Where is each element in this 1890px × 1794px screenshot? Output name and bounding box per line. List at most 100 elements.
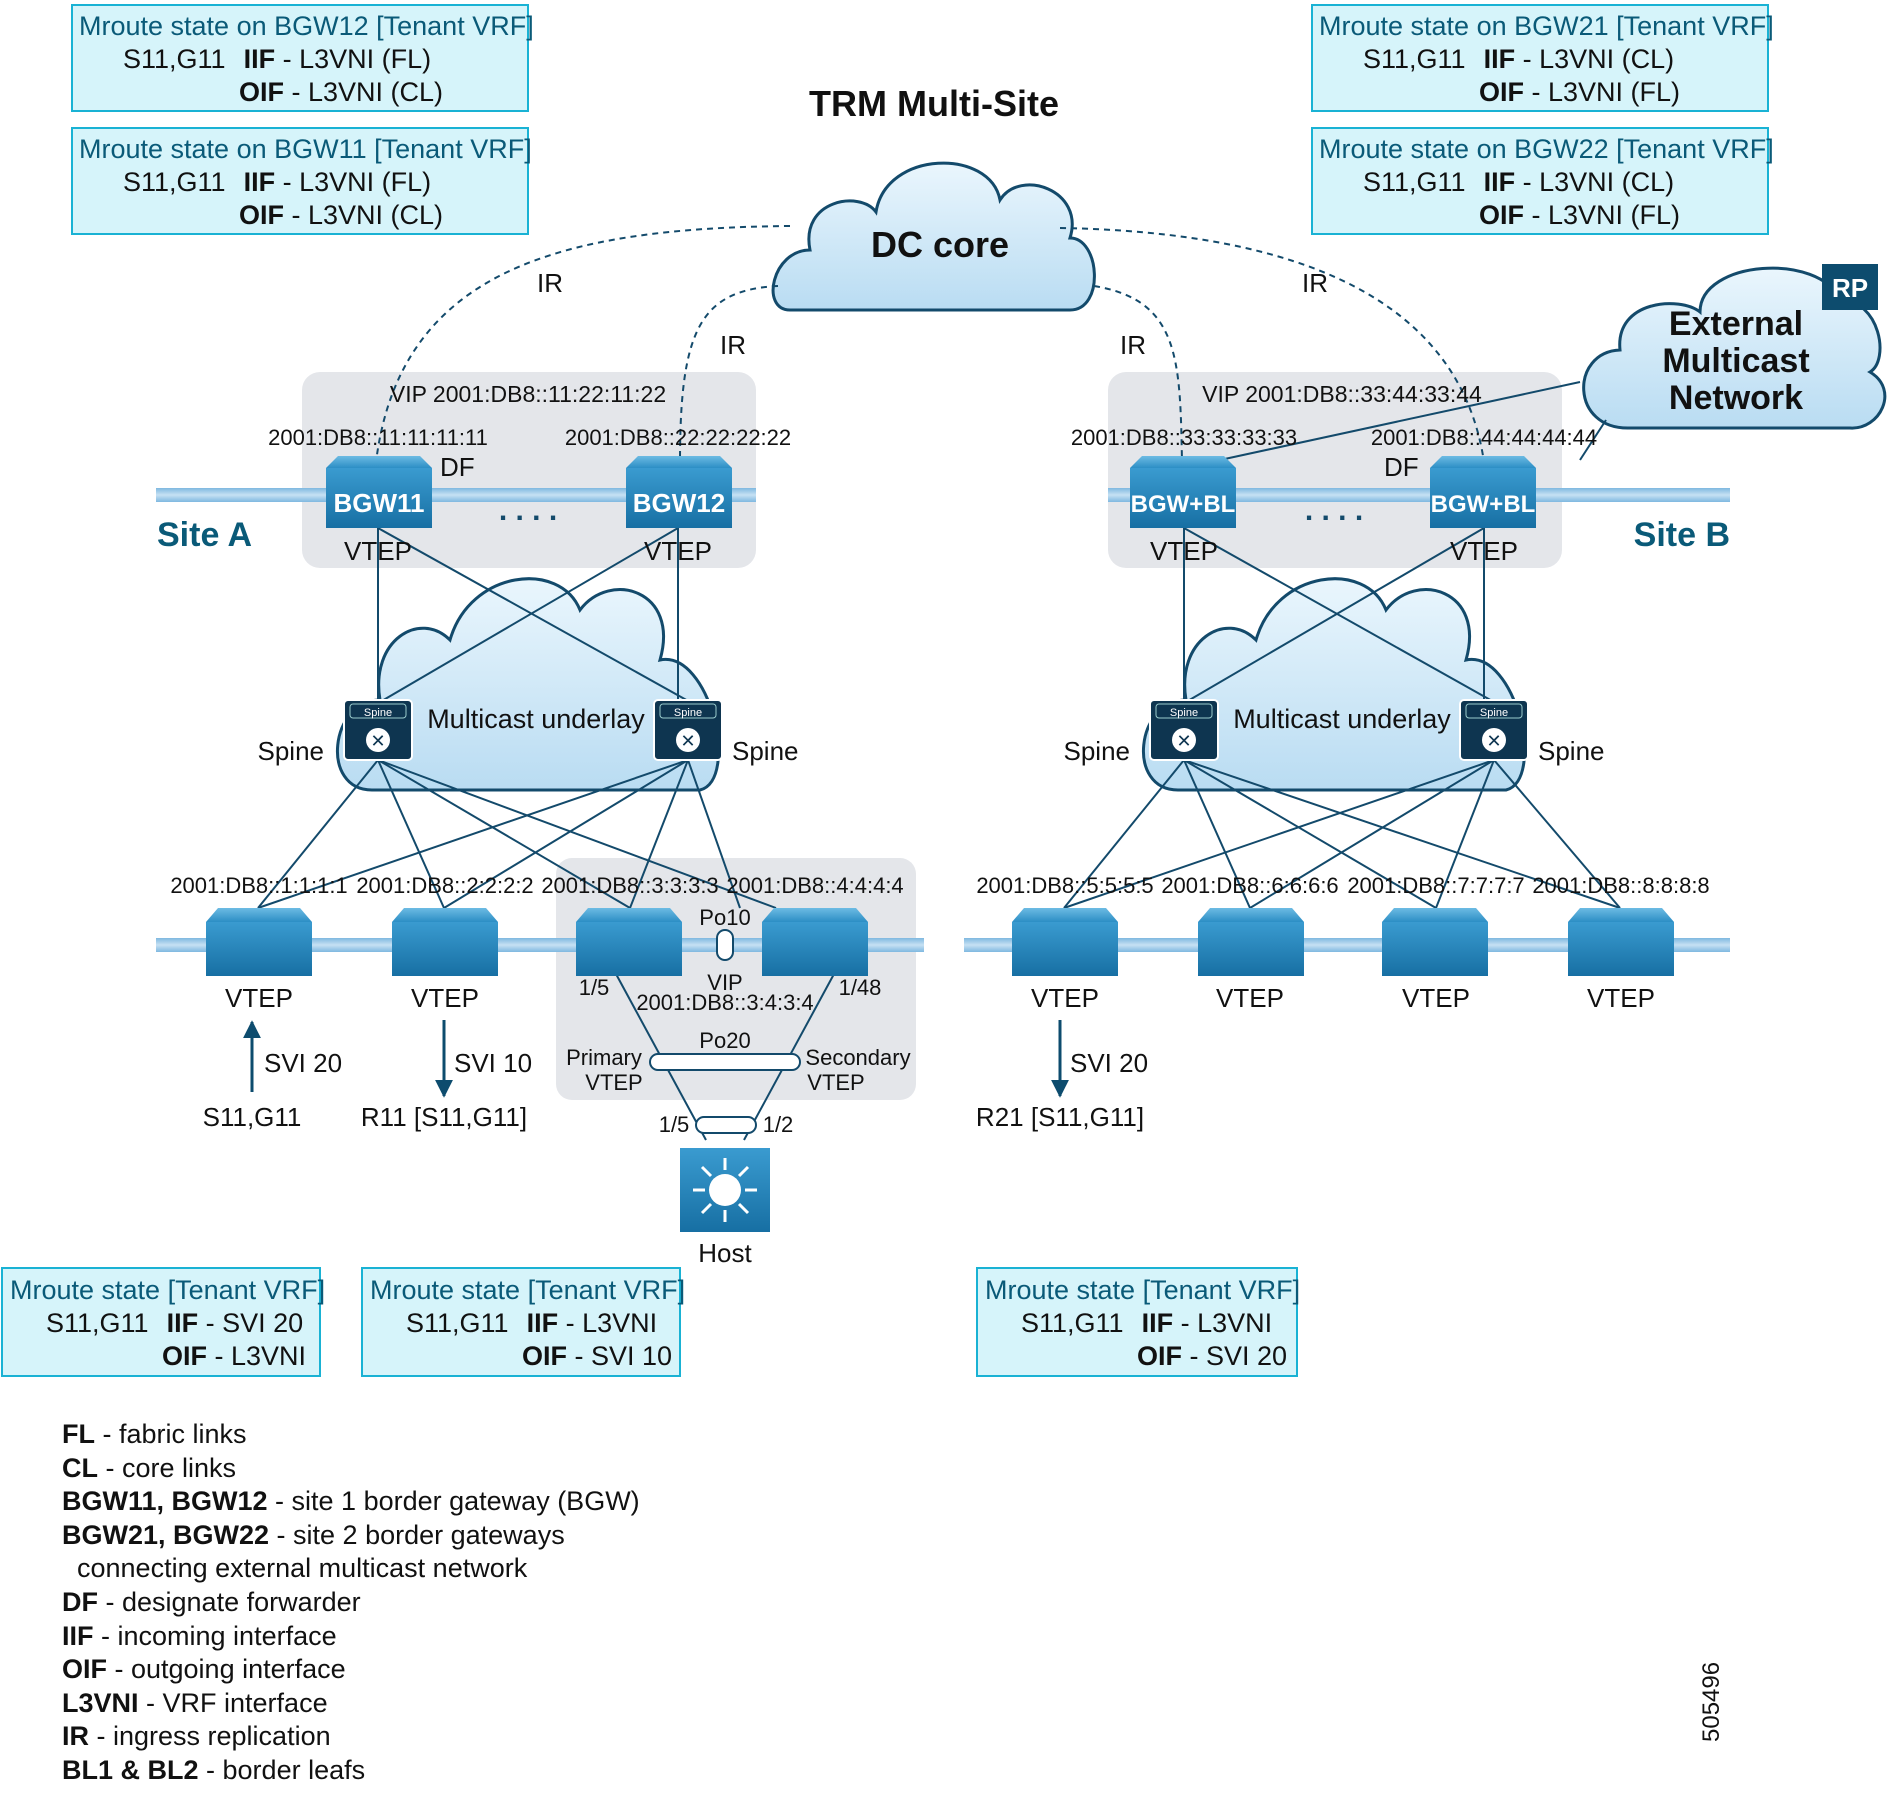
spine-label: Spine <box>258 736 325 766</box>
leaf8-role: VTEP <box>1587 983 1655 1013</box>
iif-key: IIF <box>243 167 276 197</box>
legend-item: BGW21, BGW22 - site 2 border gateways <box>62 1519 565 1550</box>
iif-value: - L3VNI <box>558 1308 658 1338</box>
mroute-box-title: Mroute state [Tenant VRF] <box>10 1275 326 1305</box>
mroute-box-title: Mroute state [Tenant VRF] <box>985 1275 1301 1305</box>
po10-label: Po10 <box>699 905 750 930</box>
bgw11-switch: BGW11 <box>326 456 432 528</box>
iif-value: - L3VNI (FL) <box>275 167 432 197</box>
ellipsis: . . . . <box>499 494 557 527</box>
oif-value: - L3VNI <box>207 1341 307 1371</box>
spine-label: Spine <box>1538 736 1605 766</box>
sg-label: S11,G11 <box>1363 44 1466 74</box>
df-label: DF <box>1384 452 1419 482</box>
bgw22-name: BGW+BL <box>1431 491 1536 518</box>
bgw21-address: 2001:DB8::33:33:33:33 <box>1071 425 1297 450</box>
iif-key: IIF <box>1141 1308 1174 1338</box>
bgw12-role: VTEP <box>644 536 712 566</box>
iif-value: - L3VNI (FL) <box>275 44 432 74</box>
site-a-underlay-label: Multicast underlay <box>427 704 645 734</box>
oif-key: OIF <box>162 1341 207 1371</box>
rp-badge <box>1822 264 1878 310</box>
leaf5-role: VTEP <box>1031 983 1099 1013</box>
site-b-fabric-links <box>1063 527 1621 909</box>
primary-vtep-line1: Primary <box>566 1045 642 1070</box>
host-label: Host <box>698 1238 752 1268</box>
legend-item: BL1 & BL2 - border leafs <box>62 1754 366 1785</box>
host-port-left: 1/5 <box>659 1112 690 1137</box>
vip-label: VIP <box>707 970 742 995</box>
spine-badge: Spine <box>674 707 702 719</box>
leaf2-address: 2001:DB8::2:2:2:2 <box>356 873 533 898</box>
bgw12-address: 2001:DB8::22:22:22:22 <box>565 425 791 450</box>
svg-text:✕: ✕ <box>1486 731 1501 752</box>
ir-label: IR <box>1120 330 1146 360</box>
vip-address: 2001:DB8::3:4:3:4 <box>636 990 813 1015</box>
host-port-channel <box>695 1116 757 1134</box>
leaf-switch-8 <box>1568 908 1674 976</box>
oif-value: - L3VNI (FL) <box>1524 77 1681 107</box>
svg-text:✕: ✕ <box>370 731 385 752</box>
spine-badge: Spine <box>1480 707 1508 719</box>
leaf4-address: 2001:DB8::4:4:4:4 <box>726 873 903 898</box>
sg-label: S11,G11 <box>1021 1308 1124 1338</box>
oif-value: - L3VNI (CL) <box>284 77 444 107</box>
legend-item: IR - ingress replication <box>62 1721 331 1752</box>
oif-key: OIF <box>1479 200 1524 230</box>
bgw22-switch: BGW+BL <box>1430 456 1536 528</box>
host-device <box>680 1148 770 1232</box>
leaf-switch-1 <box>206 908 312 976</box>
site-b-leaf-bar <box>964 938 1730 952</box>
mroute-box-bgw22: Mroute state on BGW22 [Tenant VRF] S11,G… <box>1311 127 1774 235</box>
leaf1-address: 2001:DB8::1:1:1:1 <box>170 873 347 898</box>
external-net-line3: Network <box>1669 379 1803 417</box>
bgw21-name: BGW+BL <box>1131 491 1236 518</box>
leaf1-role: VTEP <box>225 983 293 1013</box>
external-net-line2: Multicast <box>1662 342 1809 380</box>
site-a-spine-2: Spine ✕ <box>653 699 723 761</box>
mroute-box-title: Mroute state [Tenant VRF] <box>370 1275 686 1305</box>
mroute-box-title: Mroute state on BGW12 [Tenant VRF] <box>79 11 534 41</box>
spine-label: Spine <box>1064 736 1131 766</box>
host-port-right: 1/2 <box>763 1112 794 1137</box>
iif-value: - L3VNI (CL) <box>1515 44 1675 74</box>
receiver-r11-label: R11 [S11,G11] <box>361 1102 527 1132</box>
mroute-box-title: Mroute state on BGW21 [Tenant VRF] <box>1319 11 1774 41</box>
legend-item: OIF - outgoing interface <box>62 1654 346 1685</box>
port-right: 1/48 <box>839 975 882 1000</box>
leaf-switch-6 <box>1198 908 1304 976</box>
bgw11-address: 2001:DB8::11:11:11:11 <box>268 425 488 450</box>
site-a-vip: VIP 2001:DB8::11:22:11:22 <box>390 381 666 407</box>
iif-key: IIF <box>243 44 276 74</box>
site-b-bgw-bar <box>1108 488 1730 502</box>
bgw12-switch: BGW12 <box>626 456 732 528</box>
site-b-label: Site B <box>1634 516 1730 554</box>
oif-value: - L3VNI (FL) <box>1524 200 1681 230</box>
leaf6-role: VTEP <box>1216 983 1284 1013</box>
iif-key: IIF <box>526 1308 559 1338</box>
oif-key: OIF <box>239 200 284 230</box>
rp-label: RP <box>1832 273 1868 303</box>
svi-down-label: SVI 10 <box>454 1048 532 1078</box>
secondary-vtep-line1: Secondary <box>805 1045 910 1070</box>
legend-item: FL - fabric links <box>62 1419 247 1449</box>
site-b-vip: VIP 2001:DB8::33:44:33:44 <box>1202 381 1482 407</box>
port-left: 1/5 <box>579 975 610 1000</box>
dc-core-label: DC core <box>871 224 1009 265</box>
oif-value: - L3VNI (CL) <box>284 200 444 230</box>
leaf6-address: 2001:DB8::6:6:6:6 <box>1161 873 1338 898</box>
bgw21-switch: BGW+BL <box>1130 456 1236 528</box>
receiver-r21-label: R21 [S11,G11] <box>976 1102 1144 1132</box>
leaf5-address: 2001:DB8::5:5:5:5 <box>976 873 1153 898</box>
ir-label: IR <box>720 330 746 360</box>
leaf-switch-4 <box>762 908 868 976</box>
ir-links <box>375 225 1485 463</box>
bgw21-role: VTEP <box>1150 536 1218 566</box>
source-label: S11,G11 <box>203 1102 302 1132</box>
mroute-box-bgw21: Mroute state on BGW21 [Tenant VRF] S11,G… <box>1311 4 1774 112</box>
site-b-spine-2: Spine ✕ <box>1459 699 1529 761</box>
leaf-switch-5 <box>1012 908 1118 976</box>
bgw11-name: BGW11 <box>333 488 424 518</box>
iif-key: IIF <box>1483 167 1516 197</box>
